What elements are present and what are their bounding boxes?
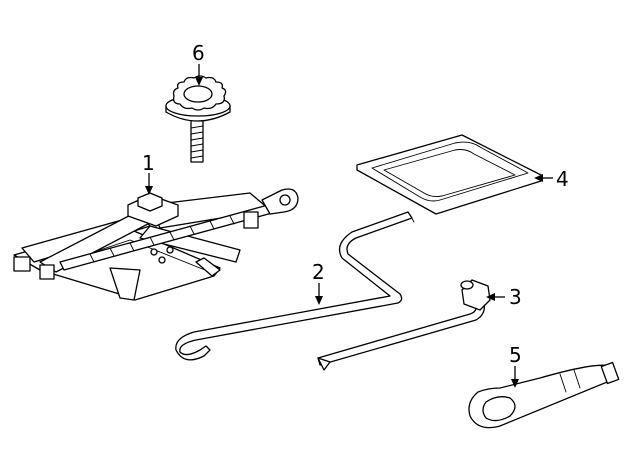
jack-hold-down-bolt bbox=[165, 75, 231, 163]
callout-label-1: 1 bbox=[142, 151, 155, 175]
callout-6: 6 bbox=[192, 41, 205, 86]
callout-label-4: 4 bbox=[556, 167, 569, 191]
callout-label-6: 6 bbox=[192, 41, 205, 65]
callout-5: 5 bbox=[509, 343, 522, 388]
callout-label-3: 3 bbox=[509, 285, 522, 309]
lug-wrench bbox=[317, 279, 491, 371]
scissor-jack bbox=[13, 188, 299, 301]
callout-label-5: 5 bbox=[509, 343, 522, 367]
jack-handle-rod bbox=[175, 211, 413, 361]
callout-1: 1 bbox=[142, 151, 155, 195]
callout-4: 4 bbox=[534, 167, 569, 191]
callout-3: 3 bbox=[486, 285, 522, 309]
jack-handle-extension bbox=[468, 361, 620, 429]
callout-label-2: 2 bbox=[312, 260, 325, 284]
tool-bag bbox=[356, 134, 542, 215]
jack-handle bbox=[175, 211, 415, 361]
callout-2: 2 bbox=[312, 260, 325, 305]
